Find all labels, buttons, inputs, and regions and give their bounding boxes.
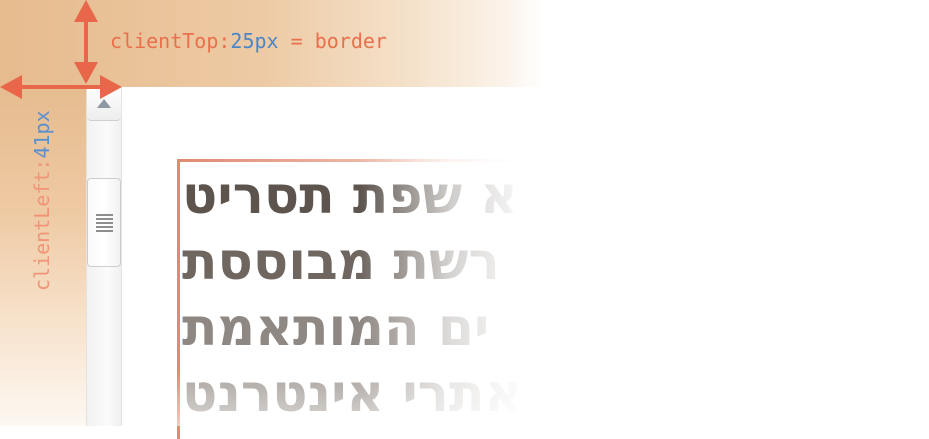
scroll-up-button[interactable] [87, 87, 121, 121]
client-top-value: 25px [230, 29, 279, 53]
client-left-value: 41px [30, 110, 54, 159]
triangle-up-icon [97, 99, 111, 108]
measurement-arrows [0, 0, 122, 99]
scroll-thumb[interactable] [87, 178, 121, 267]
grip-lines-icon [96, 214, 113, 232]
client-top-prop: clientTop: [110, 29, 231, 53]
client-left-arrow-icon [0, 75, 122, 99]
client-top-label: clientTop:25px = border [110, 28, 387, 54]
client-left-prop: clientLeft: [30, 158, 54, 291]
client-left-label: clientLeft:41px [30, 110, 54, 291]
vertical-scrollbar[interactable] [86, 87, 122, 426]
client-top-arrow-icon [74, 0, 98, 84]
element-border-top [0, 0, 929, 87]
element-border-left [0, 87, 86, 426]
client-top-suffix: = border [278, 29, 387, 53]
